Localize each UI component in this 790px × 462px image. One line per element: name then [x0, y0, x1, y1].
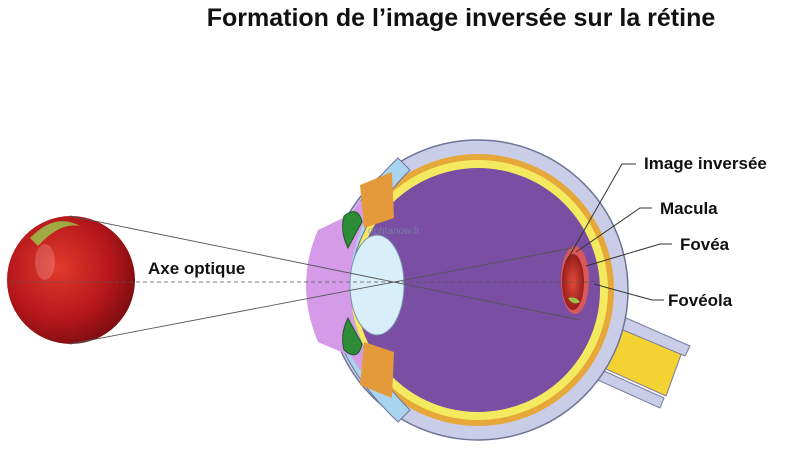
light-ray-top [69, 215, 581, 321]
label-optical-axis: Axe optique [148, 259, 245, 278]
apple-object [7, 216, 135, 344]
vitreous-body [356, 168, 600, 412]
iris-bottom [342, 316, 363, 356]
leader-fovea [585, 243, 672, 267]
leader-foveola [593, 283, 664, 301]
ciliary-body-top [360, 172, 394, 228]
leader-inverted-image [565, 163, 636, 263]
iris-top [342, 211, 363, 250]
label-fovea: Fovéa [680, 235, 730, 254]
page-title: Formation de l’image inversée sur la rét… [207, 4, 716, 32]
label-macula: Macula [660, 199, 718, 218]
leader-macula [575, 207, 652, 253]
ciliary-body-bottom [360, 342, 394, 398]
label-foveola: Fovéola [668, 291, 733, 310]
light-ray-bottom [69, 247, 573, 345]
label-inverted-image: Image inversée [644, 154, 767, 173]
watermark: ophtanow.fr [368, 226, 420, 237]
